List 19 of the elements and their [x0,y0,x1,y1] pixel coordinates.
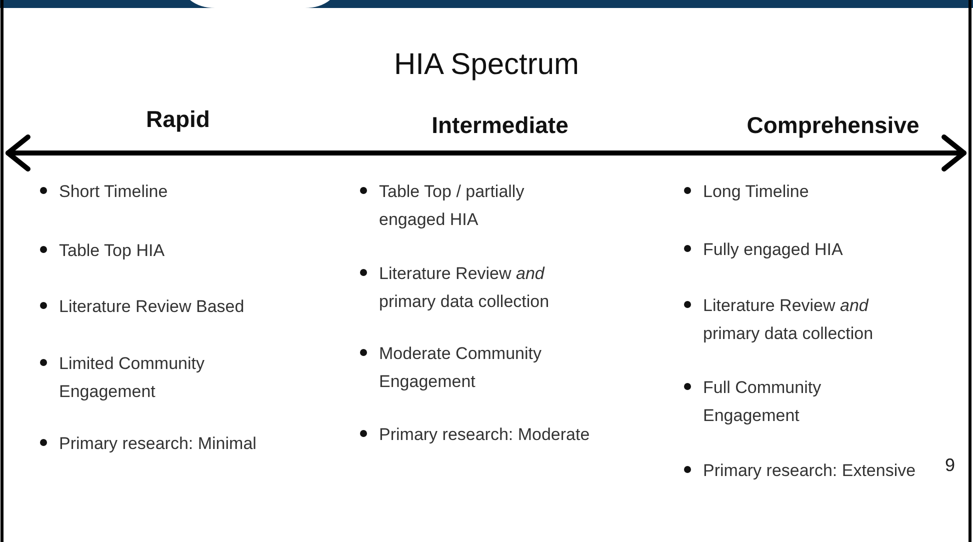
list-item-text: Table Top HIA [59,240,165,262]
list-item-text: Table Top / partially engaged HIA [379,181,526,231]
list-item-text: Primary research: Moderate [379,424,590,446]
column-heading: Intermediate [432,112,568,139]
list-item-text: Moderate Community Engagement [379,343,543,393]
list-item-text: Full Community Engagement [703,377,822,427]
list-item-text: Limited Community Engagement [59,353,206,403]
list-item-text: Primary research: Minimal [59,433,256,455]
list-item-text: Literature Review and primary data collection [379,263,550,313]
list-item-text: Short Timeline [59,181,168,203]
list-item-text: Fully engaged HIA [703,239,843,261]
column-heading: Comprehensive [746,112,920,139]
list-item-text: Literature Review and primary data collection [703,295,874,345]
list-item-text: Long Timeline [703,181,809,203]
list-item-text: Primary research: Extensive [703,460,916,482]
page-number: 9 [945,455,956,476]
diagram-title: HIA Spectrum [392,48,580,82]
column-heading: Rapid [146,106,210,133]
list-item-text: Literature Review Based [59,296,244,318]
